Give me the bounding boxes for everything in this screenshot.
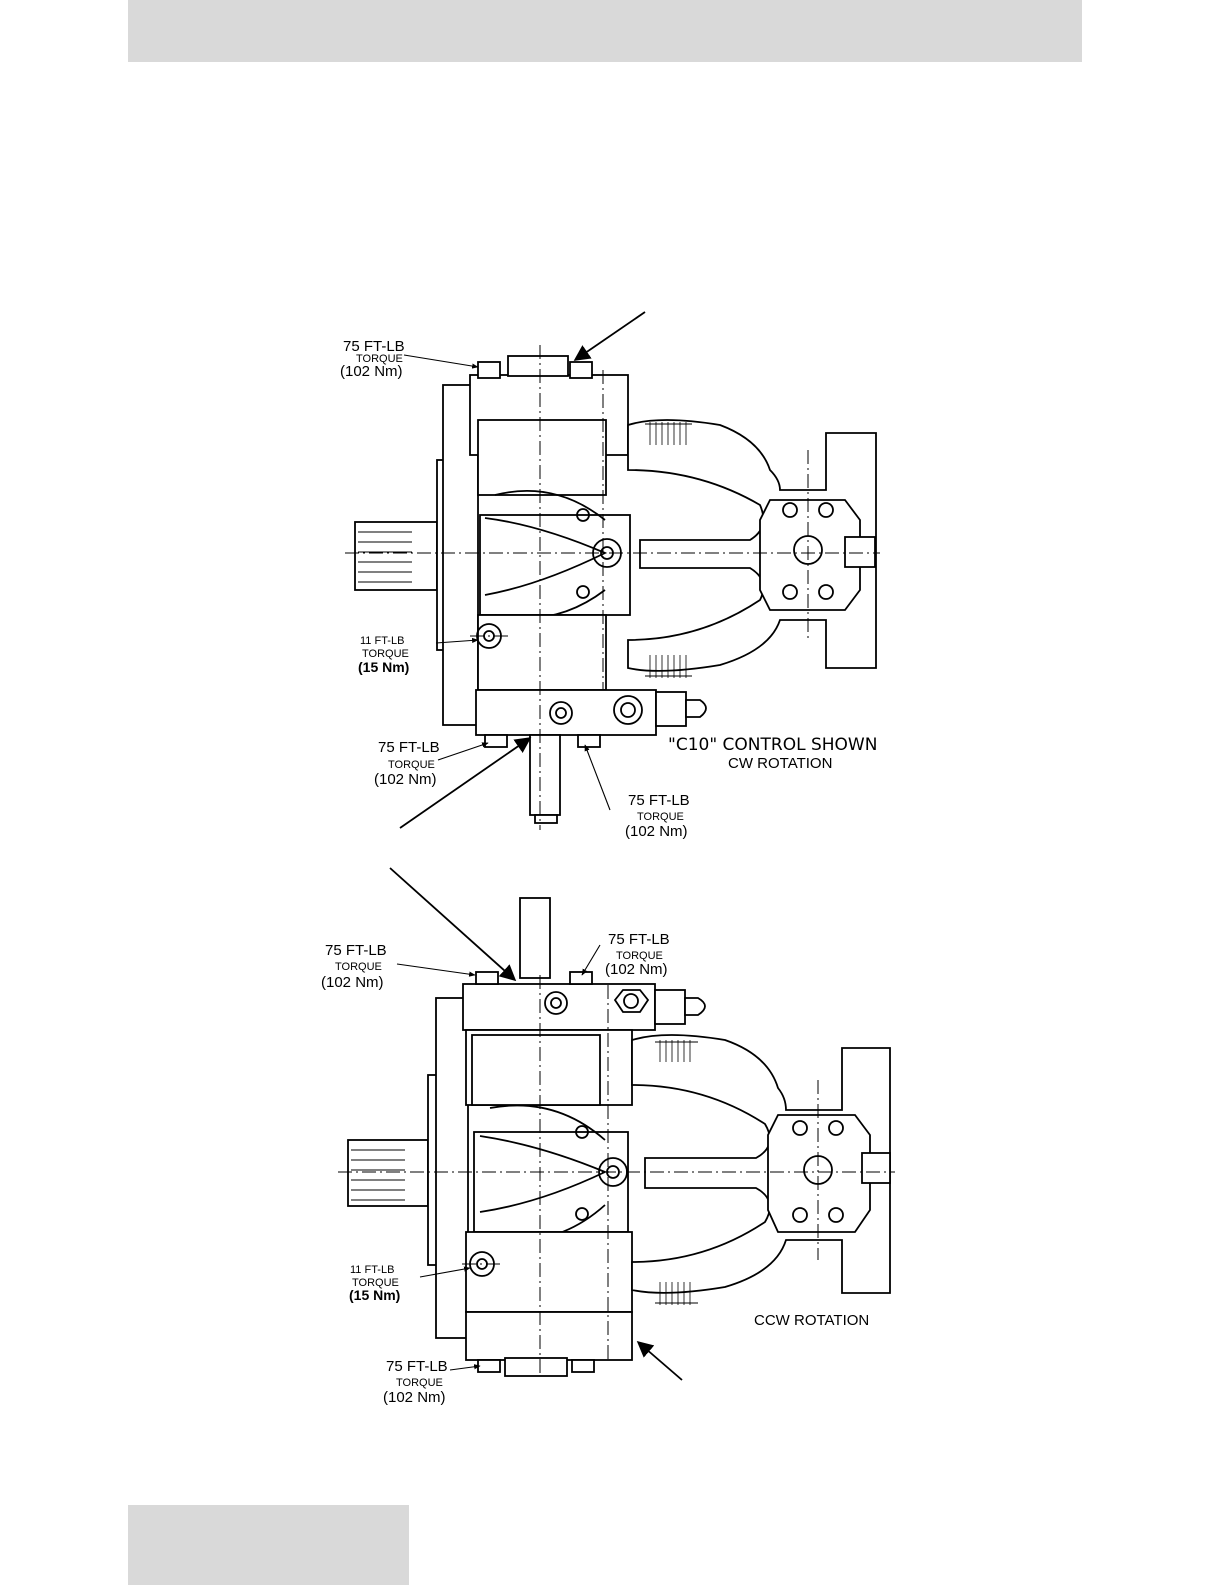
ccw-bottom-bolt-torque: 75 FT-LB — [386, 1358, 448, 1375]
ccw-side-screw-torque: 11 FT-LB — [350, 1264, 394, 1276]
bottom-right-bolt-metric: (102 Nm) — [625, 823, 688, 840]
ccw-bottom-bolt-metric: (102 Nm) — [383, 1389, 446, 1406]
bottom-left-bolt-metric: (102 Nm) — [374, 771, 437, 788]
control-shown-note: "C10" CONTROL SHOWN — [668, 735, 877, 755]
top-side-screw-metric: (15 Nm) — [358, 659, 409, 675]
top-side-screw-torque: 11 FT-LB — [360, 635, 404, 647]
swashplate-area — [480, 515, 630, 615]
mounting-flange-ccw — [436, 998, 468, 1338]
bottom-right-bolt-torque: 75 FT-LB — [628, 792, 690, 809]
ccw-top-right-bolt-metric: (102 Nm) — [605, 961, 668, 978]
ccw-top-right-bolt-torque: 75 FT-LB — [608, 931, 670, 948]
ccw-top-left-bolt-torque: 75 FT-LB — [325, 942, 387, 959]
ccw-top-left-bolt-metric: (102 Nm) — [321, 974, 384, 991]
top-bolt-metric: (102 Nm) — [340, 363, 403, 380]
ccw-top-left-bolt-word: TORQUE — [335, 961, 382, 973]
ccw-side-screw-metric: (15 Nm) — [349, 1287, 400, 1303]
bottom-left-bolt-torque: 75 FT-LB — [378, 739, 440, 756]
ccw-rotation-label: CCW ROTATION — [754, 1312, 869, 1329]
bottom-left-bolt-word: TORQUE — [388, 759, 435, 771]
upper-cylinder — [478, 420, 606, 495]
shaft-spline — [355, 522, 437, 590]
ccw-bottom-bolt-word: TORQUE — [396, 1377, 443, 1389]
cw-rotation-label: CW ROTATION — [728, 755, 832, 772]
bottom-right-bolt-word: TORQUE — [637, 811, 684, 823]
shaft-spline-ccw — [348, 1140, 428, 1206]
